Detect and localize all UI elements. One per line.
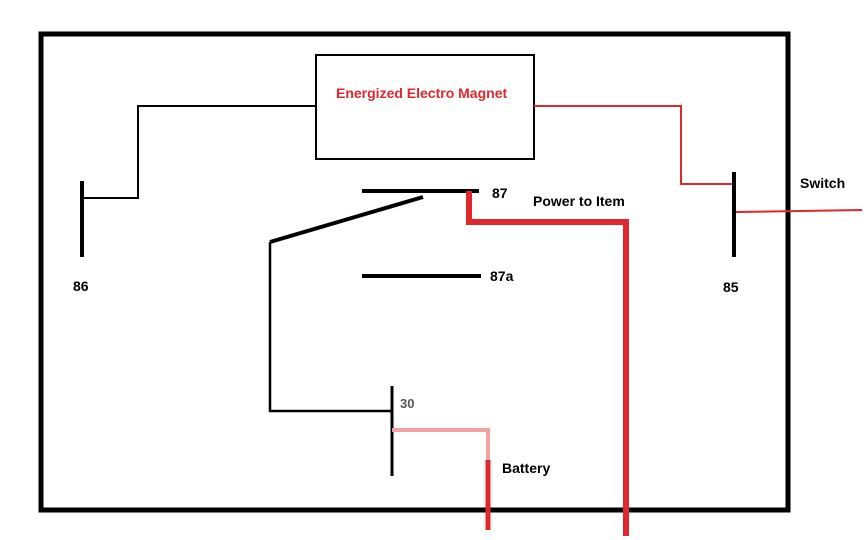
switch-label: Switch bbox=[800, 175, 846, 191]
magnet-label: Energized Electro Magnet bbox=[336, 85, 508, 101]
coil-wire-86 bbox=[82, 105, 316, 199]
battery-label: Battery bbox=[502, 460, 551, 476]
pin-87-label: 87 bbox=[492, 185, 508, 201]
armature-arm bbox=[269, 195, 424, 244]
pin-30-label: 30 bbox=[400, 396, 415, 411]
coil-wire-85 bbox=[534, 105, 734, 185]
armature-wire bbox=[268, 242, 392, 413]
switch-wire bbox=[735, 209, 863, 213]
relay-housing bbox=[38, 31, 791, 513]
power-to-item-wire bbox=[466, 191, 629, 536]
power-to-item-label: Power to Item bbox=[533, 193, 625, 209]
pin-86-label: 86 bbox=[73, 278, 89, 294]
electro-magnet-box bbox=[315, 54, 535, 160]
pin-85-label: 85 bbox=[723, 279, 739, 295]
pin-87a-label: 87a bbox=[490, 268, 514, 284]
battery-wire-inner bbox=[392, 428, 490, 462]
